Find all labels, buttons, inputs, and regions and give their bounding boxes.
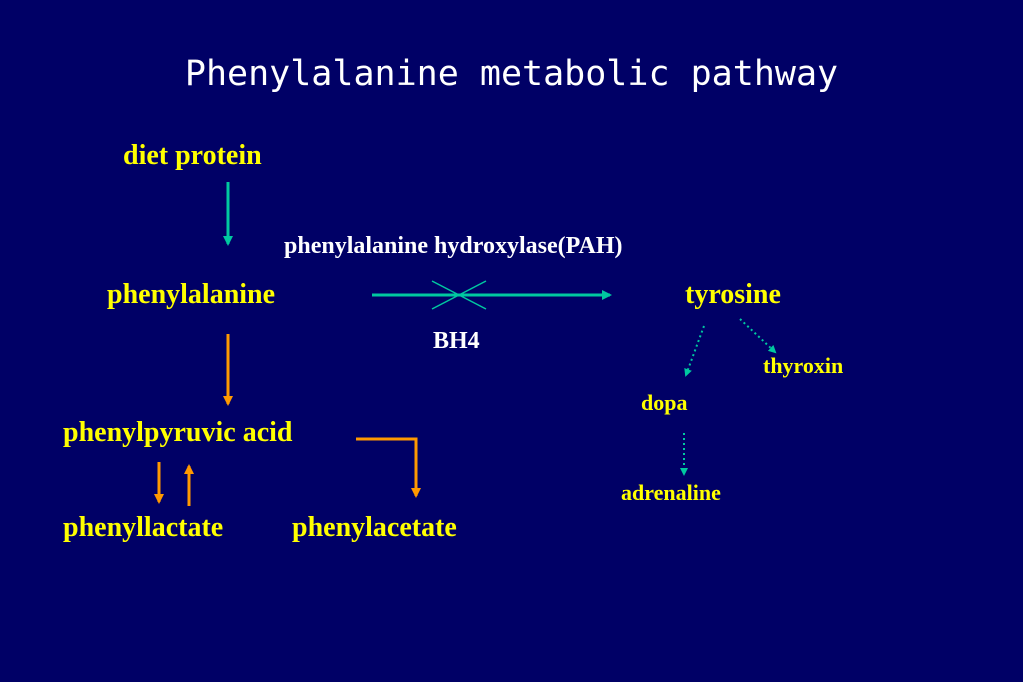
block-mark-line-2 [431,280,487,310]
node-diet-protein: diet protein [123,140,262,171]
arrow-tyrosine-to-dopa [684,325,705,377]
node-phenyllactate: phenyllactate [63,512,224,543]
node-phenylpyruvic-acid: phenylpyruvic acid [63,417,293,448]
arrow-phenylpyruvic-to-phenylacetate [356,437,421,498]
node-tyrosine: tyrosine [685,279,781,310]
node-dopa: dopa [641,390,688,415]
arrow-tyrosine-to-thyroxin [739,318,777,354]
node-phenylacetate: phenylacetate [292,512,457,543]
enzyme-cofactor: BH4 [433,328,480,354]
node-thyroxin: thyroxin [763,353,844,378]
node-adrenaline: adrenaline [621,480,721,505]
slide-title: Phenylalanine metabolic pathway [184,54,839,94]
node-phenylalanine: phenylalanine [107,279,276,310]
enzyme-name: phenylalanine hydroxylase(PAH) [284,233,623,259]
